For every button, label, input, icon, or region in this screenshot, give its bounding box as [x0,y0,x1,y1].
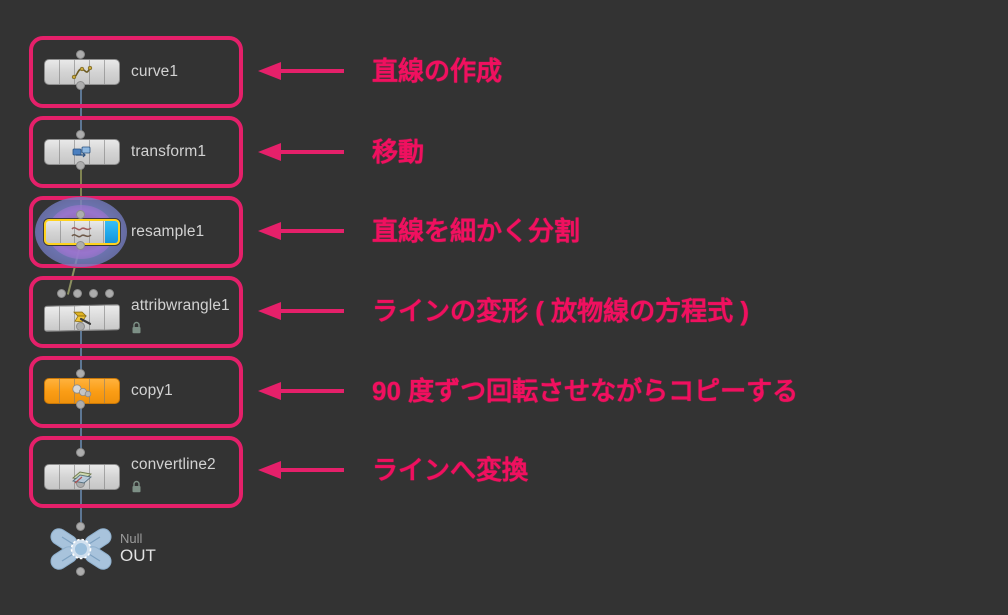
node-output-connector-curve1[interactable] [76,81,85,90]
node-input-connector-convertline2[interactable] [76,448,85,457]
node-label-stack-out: Null OUT [120,532,156,566]
node-label-out: OUT [120,545,156,565]
lock-icon [131,321,230,339]
node-label-stack-attribwrangle1: attribwrangle1 [131,298,230,339]
resample-node-icon [69,223,95,242]
node-label-attribwrangle1: attribwrangle1 [131,297,230,314]
convertline-node-icon [69,468,95,487]
node-attribwrangle1[interactable]: attribwrangle1 [44,298,230,339]
annotation-text: ラインの変形 ( 放物線の方程式 ) [372,296,749,326]
node-transform1[interactable]: transform1 [44,139,206,165]
node-copy1[interactable]: copy1 [44,378,173,404]
node-output-connector-out[interactable] [76,567,85,576]
annotation-text: 90 度ずつ回転させながらコピーする [372,376,799,406]
curve-node-icon [69,63,95,82]
annotation-transform1: 移動 [258,139,424,165]
arrow-left-icon [258,459,344,481]
node-label-convertline2: convertline2 [131,456,216,473]
transform-node-icon [69,143,95,162]
lock-icon [131,480,216,498]
node-input-connector-attribwrangle1-2[interactable] [89,289,98,298]
node-label-transform1: transform1 [131,143,207,161]
arrow-left-icon [258,141,344,163]
annotation-curve1: 直線の作成 [258,58,502,84]
node-body-resample1[interactable] [44,219,120,245]
node-output-connector-transform1[interactable] [76,161,85,170]
node-input-connector-copy1[interactable] [76,369,85,378]
annotation-attribwrangle1: ラインの変形 ( 放物線の方程式 ) [258,298,749,324]
arrow-left-icon [258,300,344,322]
arrow-left-icon [258,60,344,82]
node-input-connector-transform1[interactable] [76,130,85,139]
node-input-connector-curve1[interactable] [76,50,85,59]
annotation-convertline2: ラインへ変換 [258,457,528,483]
node-input-connector-attribwrangle1-0[interactable] [57,289,66,298]
node-label-copy1: copy1 [131,382,173,400]
node-body-transform1[interactable] [44,139,120,165]
node-label-resample1: resample1 [131,223,205,241]
annotation-resample1: 直線を細かく分割 [258,218,580,244]
annotation-text: ラインへ変換 [372,455,529,485]
annotation-copy1: 90 度ずつ回転させながらコピーする [258,378,798,404]
wire-copy1-to-convertline2 [80,404,82,452]
node-convertline2[interactable]: convertline2 [44,457,216,498]
annotation-text: 直線の作成 [372,56,503,86]
node-ribs [46,221,118,243]
wire-curve1-to-transform1 [80,84,82,132]
node-input-connector-resample1[interactable] [76,210,85,219]
node-label-stack-convertline2: convertline2 [131,457,216,498]
wire-transform1-to-resample1 [80,164,82,212]
copy-node-icon [69,382,95,401]
wire-attribwrangle1-to-copy1 [80,326,82,374]
node-input-connector-attribwrangle1-3[interactable] [105,289,114,298]
arrow-left-icon [258,380,344,402]
node-body-convertline2[interactable] [44,464,120,491]
annotation-text: 直線を細かく分割 [372,216,581,246]
node-output-connector-resample1[interactable] [76,241,85,250]
node-input-connector-out[interactable] [76,522,85,531]
node-type-label-out: Null [120,530,143,546]
node-resample1[interactable]: resample1 [44,219,204,245]
node-body-copy1[interactable] [44,378,120,404]
node-out[interactable]: Null OUT [48,525,156,573]
node-output-connector-copy1[interactable] [76,400,85,409]
null-display-node-icon[interactable] [48,525,114,573]
node-label-curve1: curve1 [131,63,179,81]
node-input-connector-attribwrangle1-1[interactable] [73,289,82,298]
node-output-connector-attribwrangle1[interactable] [76,322,85,331]
render-flag[interactable] [105,221,118,243]
wire-resample1-to-attribwrangle1 [66,245,81,295]
node-body-curve1[interactable] [44,59,120,85]
annotation-text: 移動 [372,137,425,167]
node-ribs [45,60,119,84]
node-curve1[interactable]: curve1 [44,59,178,85]
arrow-left-icon [258,220,344,242]
